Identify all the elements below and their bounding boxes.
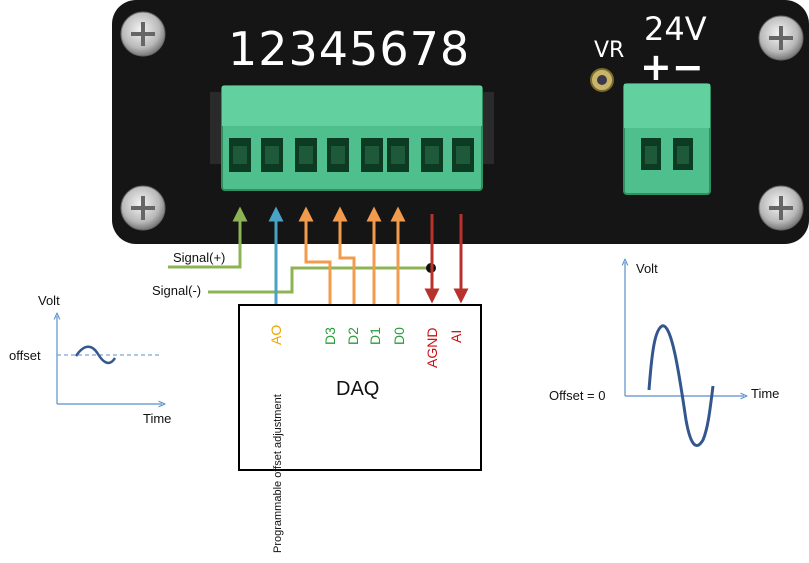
- voltage-label: 24V: [644, 10, 707, 48]
- screw-icon: [120, 11, 166, 57]
- terminal-screw-1: [233, 146, 247, 164]
- left-plot: Volt offset Time: [9, 293, 171, 426]
- left-plot-ylabel: Volt: [38, 293, 60, 308]
- wire-signal-plus: [168, 206, 248, 269]
- wire-signal-minus: [208, 266, 430, 294]
- terminal-numbers: 12345678: [228, 22, 470, 76]
- daq-box: DAQ AO D3 D2 D1 D0 AGND AI: [238, 304, 482, 471]
- device-panel: 12345678 VR 24V +−: [112, 0, 809, 244]
- terminal-screw-8: [456, 146, 470, 164]
- right-signal-curve: [647, 324, 715, 447]
- pin-label-d3: D3: [322, 327, 338, 345]
- terminal-screw-2: [265, 146, 279, 164]
- left-plot-offset-label: offset: [9, 348, 41, 363]
- screw-icon: [120, 185, 166, 231]
- right-plot-xlabel: Time: [751, 386, 779, 401]
- terminal-screw-7: [425, 146, 439, 164]
- wire-d3: [298, 206, 332, 305]
- polarity-label: +−: [640, 45, 704, 89]
- vr-label: VR: [594, 38, 624, 63]
- power-terminal-block: [623, 83, 711, 195]
- terminal-screw-3: [299, 146, 313, 164]
- pin-label-ao: AO: [268, 325, 284, 345]
- wiring: [168, 206, 469, 305]
- terminal-block-8: [210, 85, 494, 191]
- terminal-screw-4: [331, 146, 345, 164]
- left-signal-curve: [74, 345, 117, 365]
- left-plot-xlabel: Time: [143, 411, 171, 426]
- signal-plus-label: Signal(+): [173, 250, 225, 265]
- pin-label-d1: D1: [367, 327, 383, 345]
- right-plot: Volt Offset = 0 Time: [549, 261, 779, 447]
- screw-icon: [758, 15, 804, 61]
- right-plot-offset-label: Offset = 0: [549, 388, 606, 403]
- pin-label-ai: AI: [448, 330, 464, 343]
- ao-caption: Programmable offset adjustment: [272, 394, 284, 553]
- pin-label-d0: D0: [391, 327, 407, 345]
- wire-d2: [332, 206, 356, 305]
- terminal-screw-5: [365, 146, 379, 164]
- terminal-screw-6: [391, 146, 405, 164]
- daq-title: DAQ: [336, 378, 379, 400]
- pin-label-d2: D2: [345, 327, 361, 345]
- potentiometer-icon[interactable]: [590, 68, 614, 92]
- right-plot-ylabel: Volt: [636, 261, 658, 276]
- signal-minus-label: Signal(-): [152, 283, 201, 298]
- screw-icon: [758, 185, 804, 231]
- pin-label-agnd: AGND: [424, 328, 440, 368]
